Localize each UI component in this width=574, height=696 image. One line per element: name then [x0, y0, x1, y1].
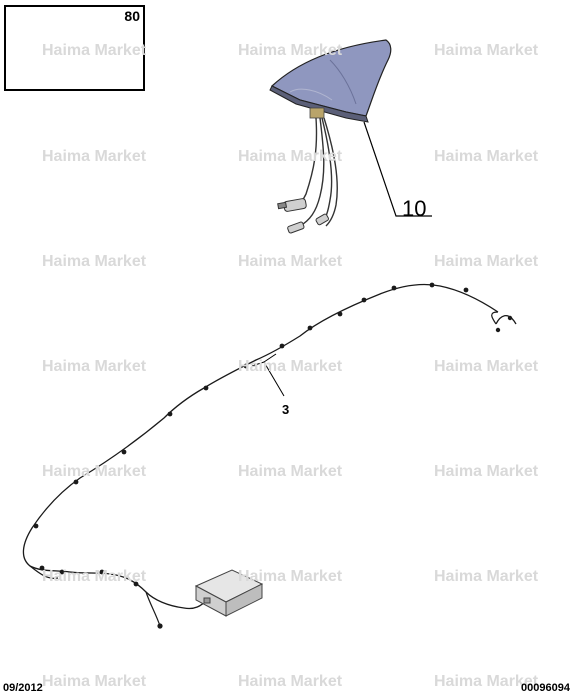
- watermark: Haima Market: [238, 463, 343, 480]
- harness-branch: [29, 311, 499, 627]
- callout-leader-10: [363, 121, 432, 217]
- watermark: Haima Market: [238, 42, 343, 59]
- watermark: Haima Market: [42, 568, 147, 585]
- inset-bracket-box: 80: [4, 5, 145, 91]
- watermark: Haima Market: [434, 673, 539, 690]
- watermark: Haima Market: [434, 463, 539, 480]
- watermark: Haima Market: [238, 148, 343, 165]
- wiring-harness: [22, 283, 517, 610]
- watermark: Haima Market: [42, 253, 147, 270]
- watermark: Haima Market: [42, 673, 147, 690]
- callout-label-10: 10: [402, 196, 427, 221]
- shark-fin-antenna: [269, 39, 392, 123]
- part-number-80: 80: [124, 8, 140, 24]
- harness-clips: [33, 282, 513, 629]
- watermark: Haima Market: [434, 358, 539, 375]
- callout-label-3: 3: [282, 402, 290, 417]
- watermark: Haima Market: [434, 568, 539, 585]
- watermark: Haima Market: [434, 253, 539, 270]
- watermark: Haima Market: [238, 358, 343, 375]
- watermark: Haima Market: [434, 42, 539, 59]
- watermark: Haima Market: [434, 148, 539, 165]
- watermark: Haima Market: [42, 42, 147, 59]
- antenna-connectors: [277, 198, 329, 234]
- watermark: Haima Market: [42, 358, 147, 375]
- footer-date: 09/2012: [3, 682, 43, 694]
- watermark: Haima Market: [42, 463, 147, 480]
- watermark: Haima Market: [238, 253, 343, 270]
- watermark: Haima Market: [238, 673, 343, 690]
- watermark: Haima Market: [238, 568, 343, 585]
- footer-reference: 00096094: [521, 682, 570, 694]
- amplifier-module: [194, 569, 264, 617]
- watermark: Haima Market: [42, 148, 147, 165]
- callout-leader-3: [251, 353, 285, 397]
